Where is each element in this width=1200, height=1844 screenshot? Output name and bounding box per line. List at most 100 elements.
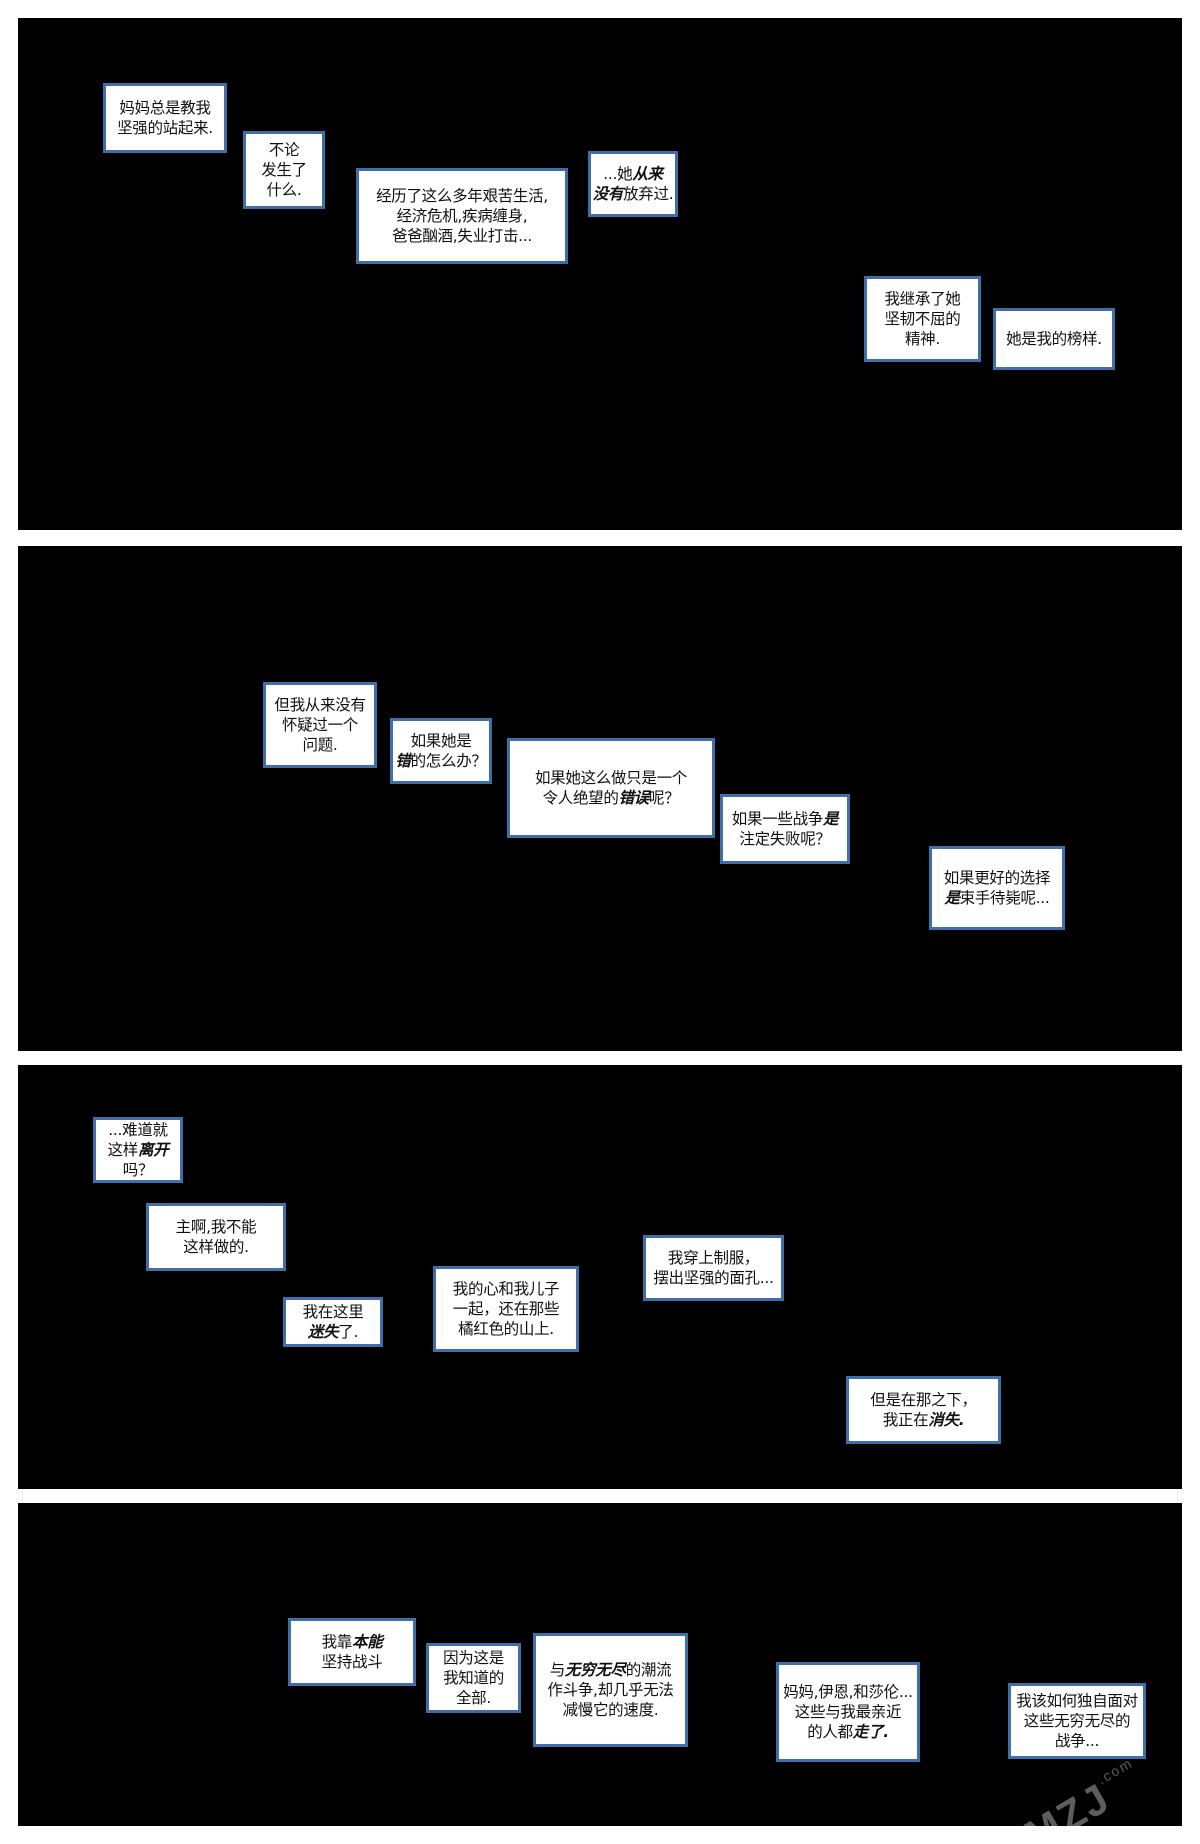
caption-line: 这样离开 xyxy=(108,1140,169,1160)
caption-line: 这些与我最亲近 xyxy=(794,1703,902,1721)
caption-line: 问题. xyxy=(302,736,338,754)
caption-text: 如果一些战争 xyxy=(731,810,824,828)
caption-line: 战争... xyxy=(1054,1732,1100,1750)
comic-panel-3: ...难道就这样离开吗？主啊,我不能这样做的.我在这里迷失了.我的心和我儿子一起… xyxy=(18,1065,1182,1489)
caption-box: ...她从来没有放弃过. xyxy=(588,151,678,217)
caption-line: 如果她这么做只是一个 xyxy=(534,769,687,787)
caption-text: 这样 xyxy=(107,1141,139,1159)
caption-line: 不论 xyxy=(268,141,300,159)
caption-line: 摆出坚强的面孔... xyxy=(653,1269,774,1287)
caption-line: 迷失了. xyxy=(307,1322,359,1342)
caption-box: ...难道就这样离开吗？ xyxy=(93,1117,183,1183)
watermark-logo: DMZJ.com xyxy=(988,1754,1136,1826)
emphasis-text: 本能 xyxy=(352,1633,383,1651)
caption-line: 如果她是 xyxy=(410,732,472,750)
caption-line: 经济危机,疾病缠身, xyxy=(396,207,528,225)
caption-line: 我靠本能 xyxy=(322,1632,383,1652)
caption-text: 我正在 xyxy=(882,1411,929,1429)
caption-box: 我穿上制服， 摆出坚强的面孔... xyxy=(643,1235,784,1301)
caption-box: 妈妈,伊恩,和莎伦...这些与我最亲近的人都走了. xyxy=(776,1662,920,1762)
caption-line: 作斗争,却几乎无法 xyxy=(547,1681,674,1699)
caption-box: 我靠本能坚持战斗 xyxy=(288,1618,416,1686)
caption-line: 一起，还在那些 xyxy=(452,1300,560,1318)
caption-box: 但我从来没有怀疑过一个问题. xyxy=(263,682,377,768)
caption-line: 我该如何独自面对 xyxy=(1016,1692,1138,1710)
caption-line: 我继承了她 xyxy=(884,290,961,308)
caption-line: ...她从来 xyxy=(603,164,663,184)
emphasis-text: 是 xyxy=(944,889,960,907)
caption-line: 与无穷无尽的潮流 xyxy=(550,1660,672,1680)
caption-box: 如果她这么做只是一个令人绝望的错误呢？ xyxy=(507,738,715,838)
caption-line: 妈妈,伊恩,和莎伦... xyxy=(783,1683,913,1701)
caption-line: 我知道的 xyxy=(443,1669,504,1687)
caption-text: 放弃过. xyxy=(623,185,674,203)
caption-line: 主啊,我不能 xyxy=(175,1218,257,1236)
comic-panel-4: DMZJ.com 我靠本能坚持战斗因为这是我知道的全部.与无穷无尽的潮流作斗争,… xyxy=(18,1503,1182,1826)
caption-box: 我在这里迷失了. xyxy=(283,1297,383,1347)
caption-line: 这样做的. xyxy=(183,1238,249,1256)
caption-line: 我正在消失. xyxy=(883,1410,965,1430)
caption-line: 我穿上制服， xyxy=(667,1249,760,1267)
caption-line: 错的怎么办？ xyxy=(395,751,487,771)
caption-box: 我该如何独自面对这些无穷无尽的战争... xyxy=(1008,1683,1146,1759)
emphasis-text: 错 xyxy=(395,752,411,770)
caption-line: 妈妈总是教我 xyxy=(119,99,211,117)
caption-line: 减慢它的速度. xyxy=(562,1701,659,1719)
caption-line: 令人绝望的错误呢？ xyxy=(543,788,680,808)
emphasis-text: 迷失 xyxy=(307,1323,339,1341)
caption-line: 的人都走了. xyxy=(807,1722,889,1742)
caption-box: 主啊,我不能这样做的. xyxy=(146,1203,286,1271)
caption-box: 她是我的榜样. xyxy=(993,308,1115,370)
caption-box: 我的心和我儿子一起，还在那些橘红色的山上. xyxy=(433,1266,579,1352)
caption-box: 与无穷无尽的潮流作斗争,却几乎无法减慢它的速度. xyxy=(533,1633,688,1747)
caption-text: ...她 xyxy=(603,165,633,183)
caption-text: 令人绝望的 xyxy=(542,789,619,807)
caption-box: 如果她是错的怎么办？ xyxy=(390,718,492,784)
caption-line: 没有放弃过. xyxy=(593,184,674,204)
emphasis-text: 消失. xyxy=(928,1411,965,1429)
emphasis-text: 是 xyxy=(823,810,839,828)
caption-box: 经历了这么多年艰苦生活, 经济危机,疾病缠身, 爸爸酗酒,失业打击... xyxy=(356,168,568,264)
caption-line: 注定失败呢？ xyxy=(739,830,831,848)
caption-line: 发生了 xyxy=(261,161,307,179)
caption-line: 坚韧不屈的 xyxy=(884,310,961,328)
caption-line: 爸爸酗酒,失业打击... xyxy=(391,227,533,245)
emphasis-text: 从来 xyxy=(632,165,663,183)
caption-line: 因为这是 xyxy=(443,1649,504,1667)
caption-line: 但是在那之下， xyxy=(870,1391,977,1409)
caption-line: 如果一些战争是 xyxy=(731,809,839,829)
emphasis-text: 离开 xyxy=(138,1141,169,1159)
caption-text: 束手待毙呢... xyxy=(959,889,1050,907)
caption-text: 了. xyxy=(338,1323,359,1341)
caption-line: 我的心和我儿子 xyxy=(452,1280,560,1298)
caption-line: 她是我的榜样. xyxy=(1006,330,1102,348)
caption-line: 我在这里 xyxy=(302,1303,364,1321)
caption-text: 的人都 xyxy=(807,1723,853,1741)
caption-line: 精神. xyxy=(904,330,941,348)
caption-line: ...难道就 xyxy=(108,1121,168,1139)
caption-box: 但是在那之下，我正在消失. xyxy=(846,1376,1001,1444)
caption-line: 是束手待毙呢... xyxy=(944,888,1049,908)
caption-text: 的怎么办？ xyxy=(410,752,487,770)
caption-text: 与 xyxy=(549,1661,566,1679)
caption-line: 什么. xyxy=(266,181,302,199)
emphasis-text: 无穷无尽 xyxy=(564,1661,626,1679)
caption-line: 如果更好的选择 xyxy=(943,869,1051,887)
caption-box: 妈妈总是教我坚强的站起来. xyxy=(103,83,227,153)
caption-box: 如果一些战争是注定失败呢？ xyxy=(720,794,850,864)
emphasis-text: 错误 xyxy=(618,789,650,807)
caption-box: 不论发生了什么. xyxy=(243,131,325,209)
emphasis-text: 没有 xyxy=(592,185,624,203)
caption-line: 全部. xyxy=(455,1689,492,1707)
caption-box: 因为这是我知道的全部. xyxy=(426,1643,521,1713)
caption-box: 如果更好的选择是束手待毙呢... xyxy=(929,846,1065,930)
caption-line: 经历了这么多年艰苦生活, xyxy=(376,187,548,205)
caption-line: 坚强的站起来. xyxy=(117,119,213,137)
caption-box: 我继承了她坚韧不屈的精神. xyxy=(864,276,981,362)
caption-line: 橘红色的山上. xyxy=(458,1320,554,1338)
caption-line: 这些无穷无尽的 xyxy=(1023,1712,1131,1730)
caption-line: 坚持战斗 xyxy=(321,1653,383,1671)
caption-text: 的潮流 xyxy=(625,1661,672,1679)
comic-panel-1: 妈妈总是教我坚强的站起来.不论发生了什么.经历了这么多年艰苦生活,经济危机,疾病… xyxy=(18,18,1182,530)
emphasis-text: 走了. xyxy=(852,1723,889,1741)
